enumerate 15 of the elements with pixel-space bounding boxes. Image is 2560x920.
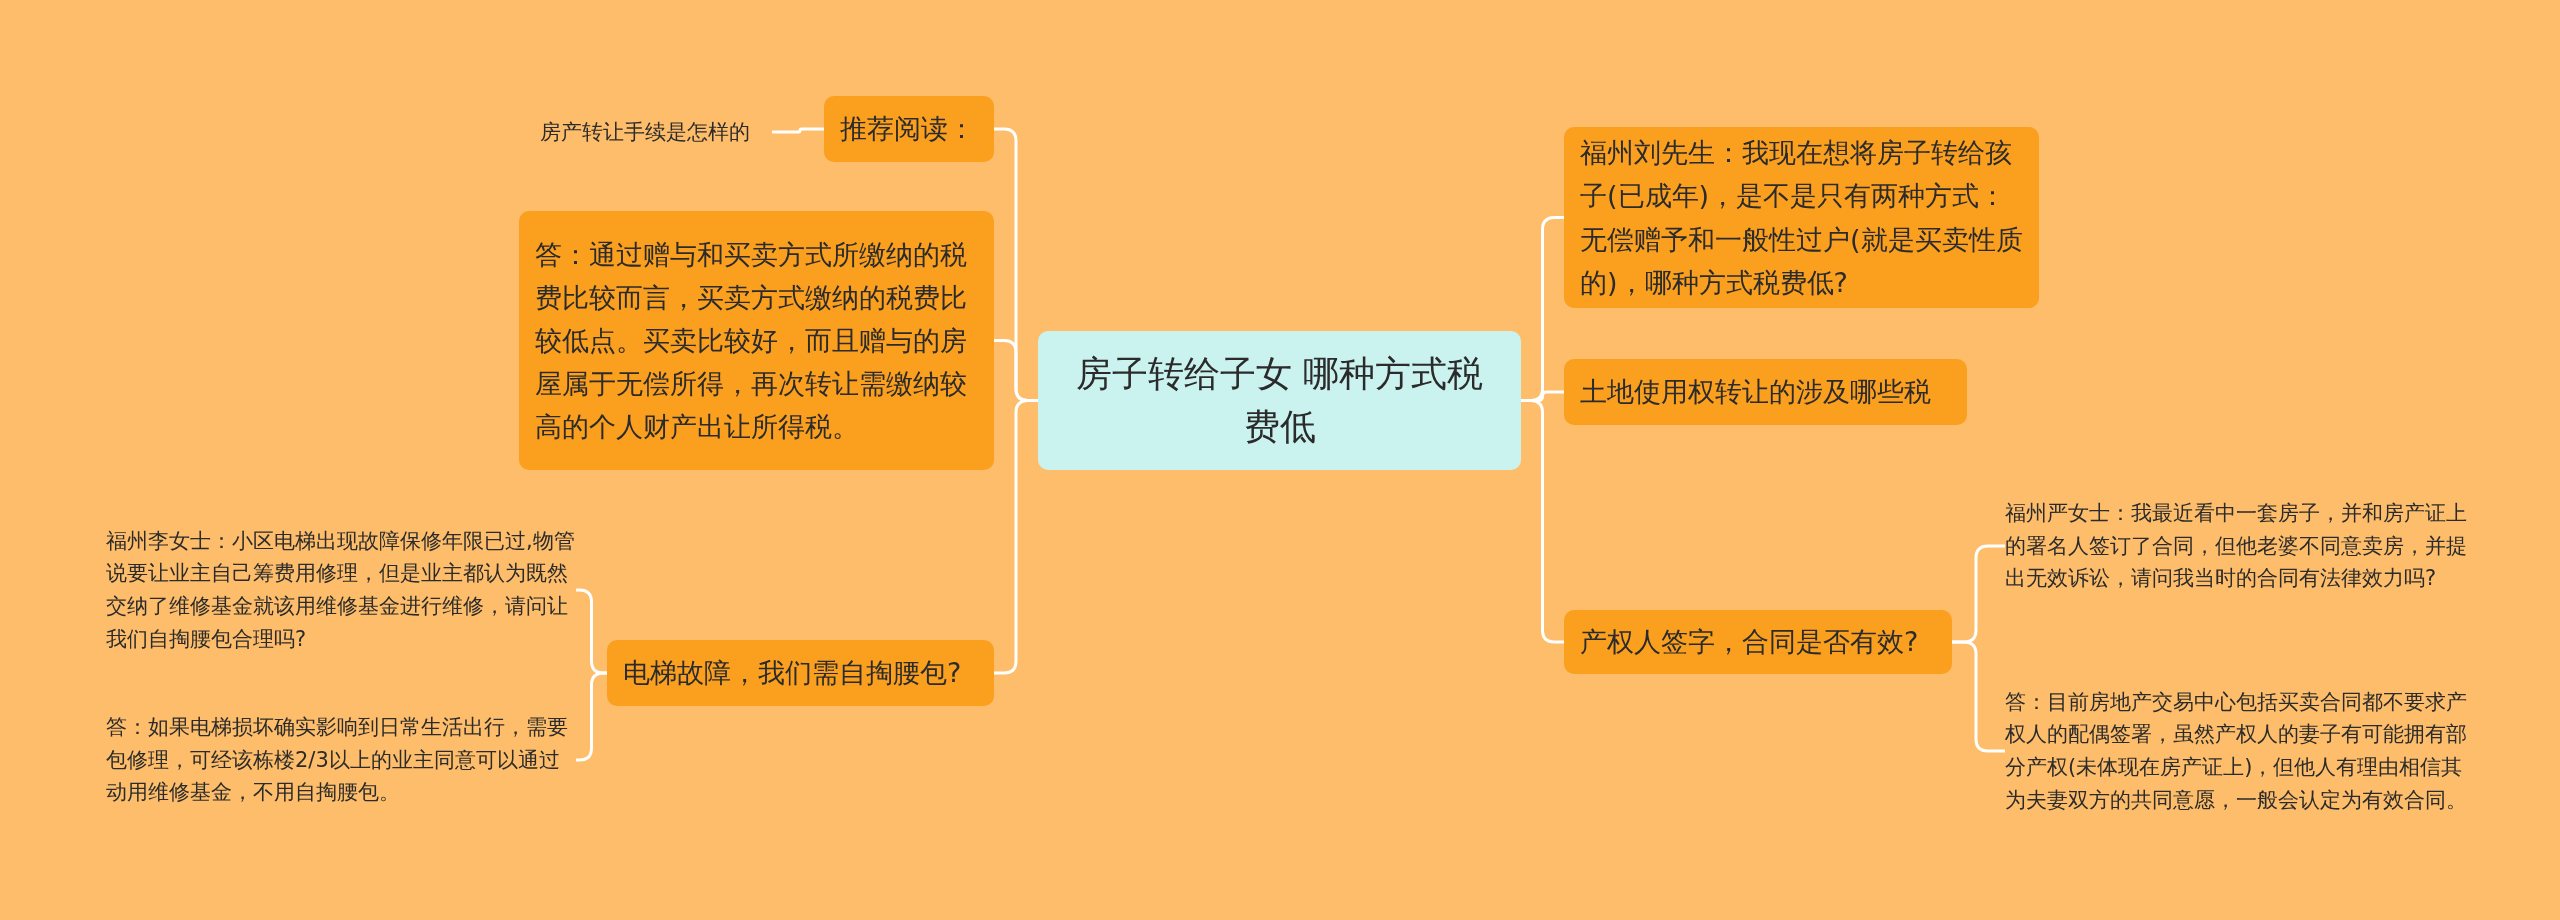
topic-box: 答：通过赠与和买卖方式所缴纳的税费比较而言，买卖方式缴纳的税费比较低点。买卖比较好，而且赠与的房屋属于无偿所得，再次转让需缴纳较高的个人财产出让所得税。: [519, 211, 994, 470]
central-topic-box: 房子转给子女 哪种方式税费低: [1038, 331, 1521, 470]
note-text: 答：如果电梯损坏确实影响到日常生活出行，需要包修理，可经该栋楼2/3以上的业主同意可以通过动用维修基金，不用自掏腰包。: [106, 708, 576, 812]
topic-box: 土地使用权转让的涉及哪些税: [1564, 359, 1967, 425]
note-text: 福州严女士：我最近看中一套房子，并和房产证上的署名人签订了合同，但他老婆不同意卖房，并提出无效诉讼，请问我当时的合同有法律效力吗?: [2005, 478, 2467, 614]
note-text: 房产转让手续是怎样的: [540, 112, 772, 152]
topic-box: 福州刘先生：我现在想将房子转给孩子(已成年)，是不是只有两种方式：无偿赠予和一般性过户(就是买卖性质的)，哪种方式税费低?: [1564, 127, 2039, 308]
topic-box: 推荐阅读：: [824, 96, 994, 162]
connector-line: [772, 127, 824, 134]
connector-line: [994, 399, 1038, 675]
topic-box: 电梯故障，我们需自掏腰包?: [607, 640, 994, 706]
connector-line: [1521, 399, 1564, 644]
note-text: 答：目前房地产交易中心包括买卖合同都不要求产权人的配偶签署，虽然产权人的妻子有可能拥有部分产权(未体现在房产证上)，但他人有理由相信其为夫妻双方的共同意愿，一般会认定为有效合同。: [2005, 666, 2467, 836]
topic-box: 产权人签字，合同是否有效?: [1564, 610, 1952, 674]
note-text: 福州李女士：小区电梯出现故障保修年限已过,物管说要让业主自己筹费用修理，但是业主都认为既然交纳了维修基金就该用维修基金进行维修，请问让我们自掏腰包合理吗?: [106, 522, 576, 658]
